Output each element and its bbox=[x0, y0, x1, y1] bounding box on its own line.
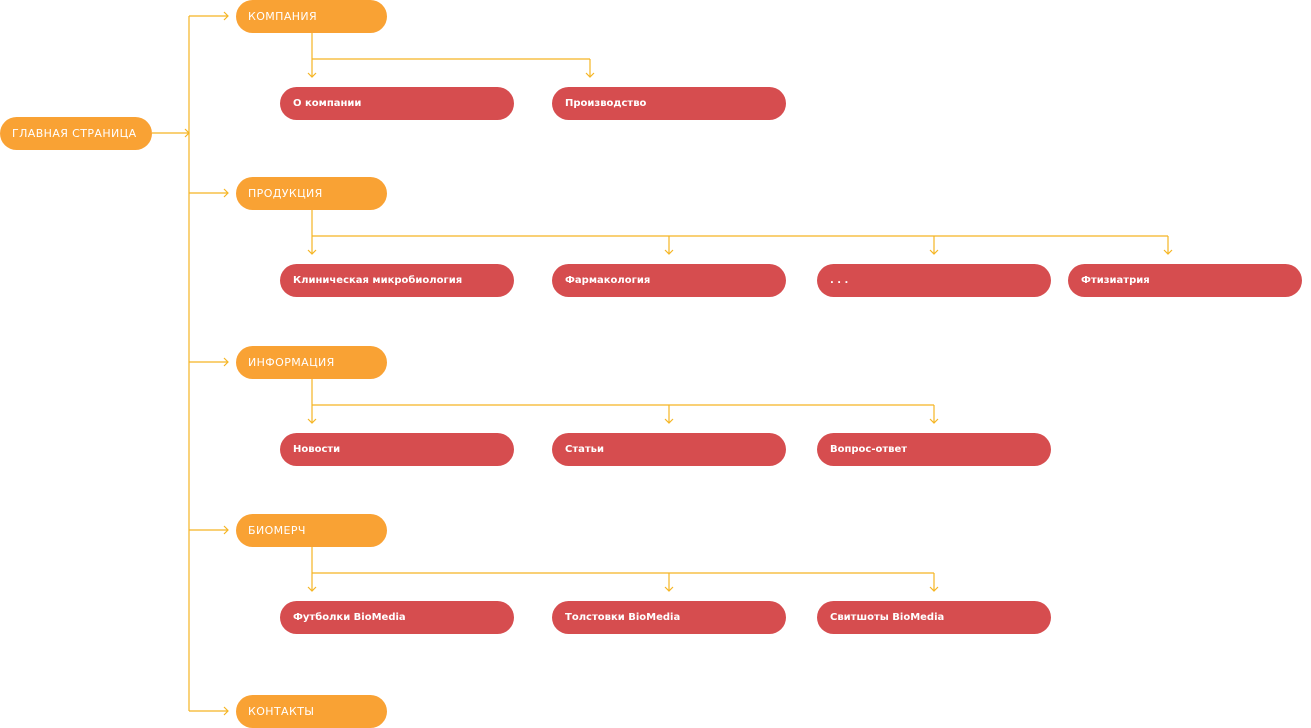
connector-28 bbox=[1163, 249, 1173, 255]
page-klinicheskaya-mikrobiologiya[interactable]: Клиническая микробиология bbox=[280, 264, 514, 297]
page-proizvodstvo[interactable]: Производство bbox=[552, 87, 786, 120]
page-novosti[interactable]: Новости bbox=[280, 433, 514, 466]
page-ftiziatriya[interactable]: Фтизиатрия bbox=[1068, 264, 1302, 297]
section-kontakty[interactable]: КОНТАКТЫ bbox=[236, 695, 387, 728]
page-stati[interactable]: Статьи bbox=[552, 433, 786, 466]
connector-10 bbox=[223, 525, 229, 535]
page-farmakologiya[interactable]: Фармакология bbox=[552, 264, 786, 297]
connector-6 bbox=[223, 188, 229, 198]
connector-16 bbox=[307, 72, 317, 78]
connector-4 bbox=[223, 11, 229, 21]
connector-1 bbox=[184, 128, 190, 138]
connector-24 bbox=[664, 249, 674, 255]
connector-36 bbox=[929, 418, 939, 424]
section-produkciya[interactable]: ПРОДУКЦИЯ bbox=[236, 177, 387, 210]
connector-32 bbox=[307, 418, 317, 424]
root-node[interactable]: ГЛАВНАЯ СТРАНИЦА bbox=[0, 117, 152, 150]
connector-26 bbox=[929, 249, 939, 255]
page-futbolki-biomedia[interactable]: Футболки BioMedia bbox=[280, 601, 514, 634]
connector-40 bbox=[307, 586, 317, 592]
connector-12 bbox=[223, 706, 229, 716]
section-informaciya[interactable]: ИНФОРМАЦИЯ bbox=[236, 346, 387, 379]
page-vopros-otvet[interactable]: Вопрос-ответ bbox=[817, 433, 1051, 466]
section-kompaniya[interactable]: КОМПАНИЯ bbox=[236, 0, 387, 33]
connector-34 bbox=[664, 418, 674, 424]
page-svitshoty-biomedia[interactable]: Свитшоты BioMedia bbox=[817, 601, 1051, 634]
connector-44 bbox=[929, 586, 939, 592]
connector-18 bbox=[585, 72, 595, 78]
connector-22 bbox=[307, 249, 317, 255]
page-o-kompanii[interactable]: О компании bbox=[280, 87, 514, 120]
connector-8 bbox=[223, 357, 229, 367]
section-biomerch[interactable]: БИОМЕРЧ bbox=[236, 514, 387, 547]
page-tolstovki-biomedia[interactable]: Толстовки BioMedia bbox=[552, 601, 786, 634]
connector-42 bbox=[664, 586, 674, 592]
page-ellipsis[interactable]: . . . bbox=[817, 264, 1051, 297]
